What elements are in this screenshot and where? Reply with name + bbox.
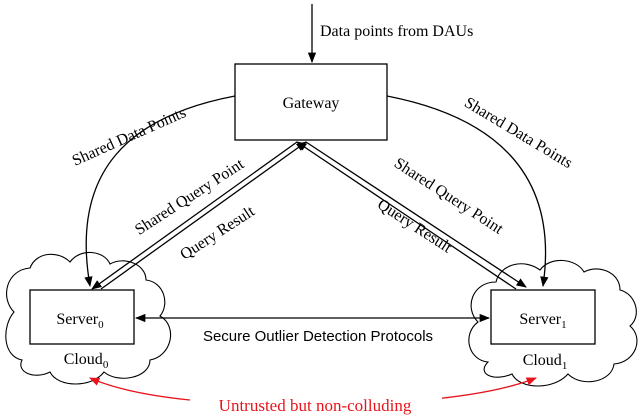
trust-label-bg [190, 394, 442, 416]
cloud-1-label: Cloud1 [523, 352, 568, 372]
server-0-box [29, 289, 135, 345]
left-shared-data-arrow [84, 95, 236, 288]
protocol-label-bg [178, 326, 458, 346]
right-query-result-arrow [296, 141, 517, 290]
right-shared-data-arrow [386, 95, 549, 288]
left-shared-data-label: Shared Data Points [70, 104, 189, 169]
protocol-label: Secure Outlier Detection Protocols [203, 328, 433, 345]
left-query-result-label: Query Result [177, 203, 258, 264]
server-1-label: Server1 [519, 311, 566, 331]
server-1-box [490, 289, 596, 345]
right-query-result-label: Query Result [374, 196, 455, 257]
cloud-0-label: Cloud0 [64, 351, 109, 371]
input-label: Data points from DAUs [320, 23, 473, 40]
trust-label: Untrusted but non-colluding [219, 396, 412, 415]
gateway-box [234, 63, 388, 141]
left-query-point-arrow [91, 141, 298, 290]
right-shared-data-label: Shared Data Points [461, 94, 575, 172]
gateway-label: Gateway [283, 95, 340, 112]
server-0-label: Server0 [56, 311, 104, 331]
right-query-point-arrow [305, 141, 527, 288]
left-query-result-arrow [100, 141, 307, 290]
